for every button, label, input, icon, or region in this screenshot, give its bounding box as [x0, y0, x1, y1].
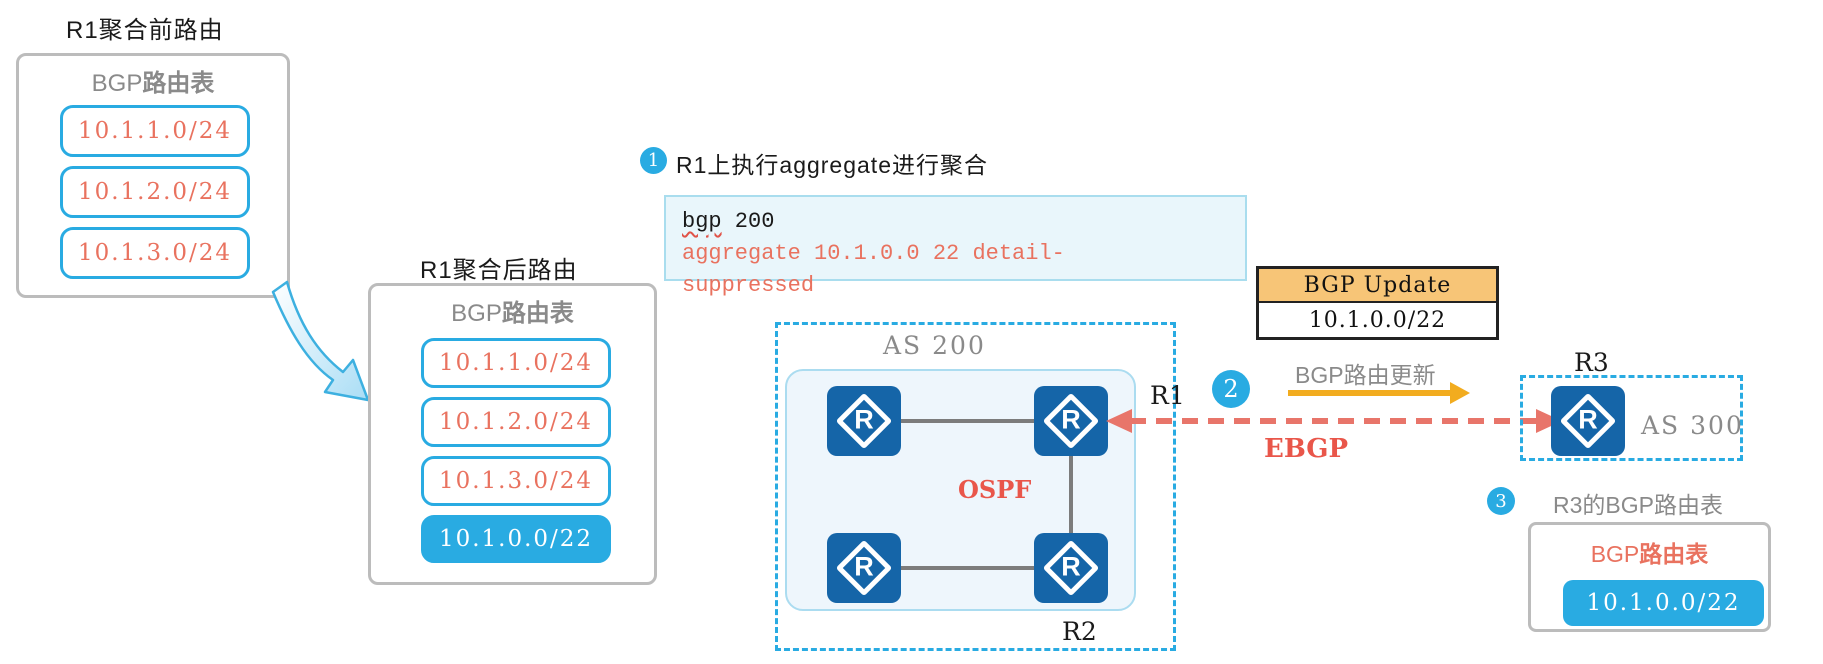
bgp-update-table: BGP Update 10.1.0.0/22 [1256, 266, 1499, 340]
r3-table-header-prefix: BGP [1590, 541, 1640, 567]
link-right-vertical [1069, 454, 1073, 535]
aggregate-config-code: bgp 200 aggregate 10.1.0.0 22 detail- su… [664, 195, 1247, 298]
router-icon: R [1551, 386, 1625, 456]
ebgp-label: EBGP [1264, 434, 1349, 464]
step3-badge: 3 [1487, 487, 1515, 515]
r3-route-entry: 10.1.0.0/22 [1563, 580, 1764, 626]
before-table-header-prefix: BGP [91, 70, 143, 97]
router-icon: R [827, 533, 901, 603]
as200-group [775, 322, 1176, 651]
before-route-list: 10.1.1.0/24 10.1.2.0/24 10.1.3.0/24 [60, 105, 250, 279]
route-entry: 10.1.1.0/24 [421, 338, 611, 388]
ebgp-link-arrow-icon [1106, 409, 1562, 433]
curved-arrow-icon [271, 280, 370, 402]
after-route-list: 10.1.1.0/24 10.1.2.0/24 10.1.3.0/24 10.1… [421, 338, 611, 563]
step2-badge: 2 [1212, 370, 1250, 408]
router-icon: R [1034, 533, 1108, 603]
router-icon: R [1034, 386, 1108, 456]
bgp-update-arrowhead-icon [1450, 382, 1470, 404]
as300-label: AS 300 [1641, 411, 1744, 440]
r3-bgp-table: BGP路由表 10.1.0.0/22 [1528, 522, 1771, 632]
route-entry: 10.1.1.0/24 [60, 105, 250, 157]
router-glyph: R [1061, 404, 1081, 435]
before-aggregation-title: R1聚合前路由 [66, 17, 224, 44]
code-line-1: bgp 200 [682, 206, 1245, 238]
router-glyph: R [854, 404, 874, 435]
r2-label: R2 [1062, 617, 1097, 646]
router-glyph: R [1061, 551, 1081, 582]
router-glyph: R [1578, 404, 1598, 435]
code-keyword-bgp: bgp [682, 209, 722, 234]
link-bottom [899, 566, 1036, 570]
as200-label: AS 200 [883, 331, 986, 360]
code-line-2: aggregate 10.1.0.0 22 detail- [682, 241, 1065, 266]
router-glyph: R [854, 551, 874, 582]
step3-label: R3的BGP路由表 [1553, 492, 1723, 518]
route-entry: 10.1.3.0/24 [60, 227, 250, 279]
after-aggregation-title: R1聚合后路由 [420, 257, 578, 284]
bgp-update-arrow-label: BGP路由更新 [1295, 362, 1436, 388]
r3-table-header-suffix: 路由表 [1639, 541, 1709, 567]
before-table-header-suffix: 路由表 [142, 70, 215, 97]
step1-label: R1上执行aggregate进行聚合 [676, 152, 988, 178]
before-table-header: BGP路由表 [19, 63, 287, 98]
route-entry: 10.1.2.0/24 [60, 166, 250, 218]
step1-badge: 1 [640, 147, 667, 174]
after-table-header-prefix: BGP [451, 300, 502, 327]
bgp-update-route: 10.1.0.0/22 [1308, 307, 1447, 333]
after-table-header-suffix: 路由表 [501, 300, 574, 327]
ospf-label: OSPF [958, 475, 1032, 504]
as300-group [1520, 375, 1743, 461]
after-aggregation-panel: BGP路由表 10.1.1.0/24 10.1.2.0/24 10.1.3.0/… [368, 283, 657, 585]
aggregated-route-entry: 10.1.0.0/22 [421, 515, 611, 563]
link-top [899, 419, 1036, 423]
bgp-update-arrow-icon [1288, 390, 1450, 396]
bgp-update-header: BGP Update [1259, 269, 1496, 303]
router-icon: R [827, 386, 901, 456]
route-entry: 10.1.3.0/24 [421, 456, 611, 506]
code-asn: 200 [721, 209, 775, 234]
before-aggregation-panel: BGP路由表 10.1.1.0/24 10.1.2.0/24 10.1.3.0/… [16, 53, 290, 298]
r3-label: R3 [1574, 348, 1609, 377]
r3-table-header: BGP路由表 [1531, 535, 1768, 569]
after-table-header: BGP路由表 [371, 293, 654, 328]
r1-label: R1 [1150, 381, 1185, 410]
route-entry: 10.1.2.0/24 [421, 397, 611, 447]
code-line-3: suppressed [682, 273, 815, 298]
